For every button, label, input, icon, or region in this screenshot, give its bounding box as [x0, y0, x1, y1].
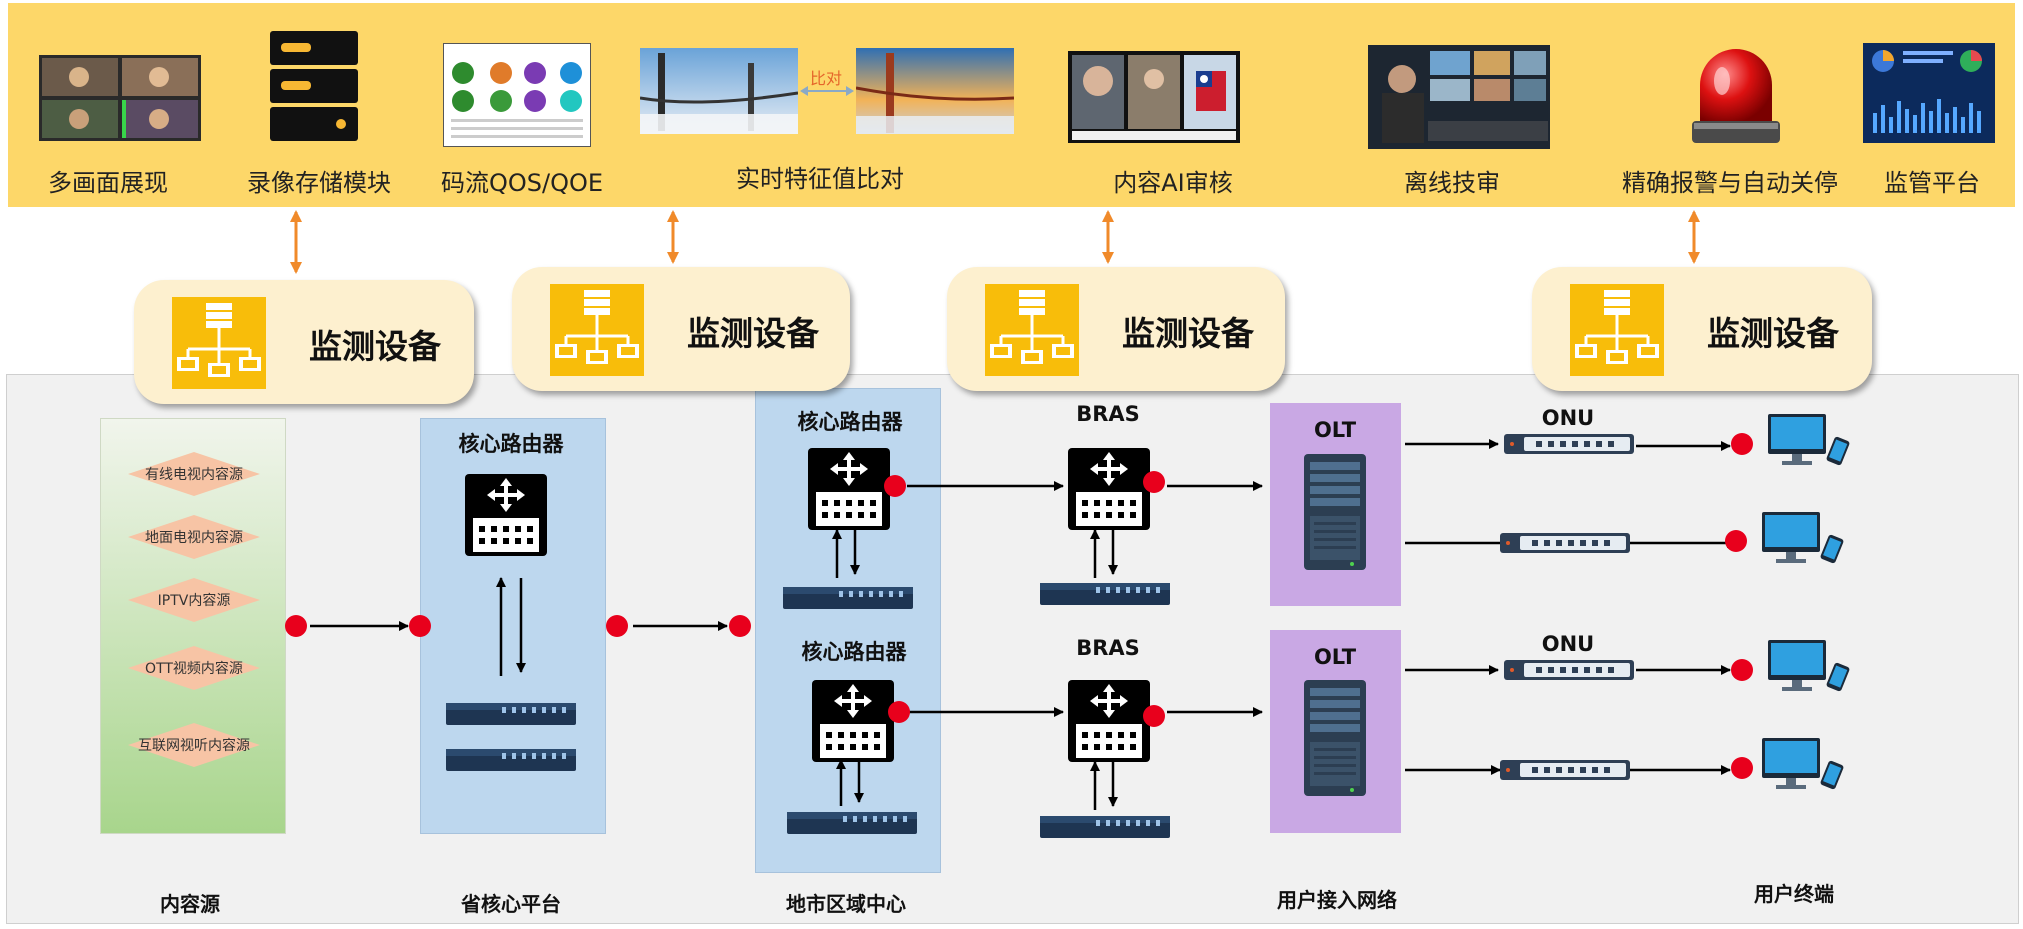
- monitor-card-4[interactable]: 监测设备: [1532, 267, 1872, 391]
- compare-double-arrow: [800, 86, 854, 96]
- province-switch: [446, 703, 576, 725]
- supervision-dashboard-thumbnail: [1863, 43, 1995, 143]
- olt-server: [1304, 680, 1366, 796]
- onu-device: [1504, 434, 1634, 454]
- bras-label: BRAS: [1076, 636, 1140, 660]
- city-core-router: [808, 448, 890, 530]
- probe-point[interactable]: [1731, 757, 1753, 779]
- top-label-feature-compare: 实时特征值比对: [736, 165, 904, 193]
- monitor-card-2[interactable]: 监测设备: [512, 267, 850, 391]
- top-label-qos: 码流QOS/QOE: [440, 169, 604, 197]
- probe-point[interactable]: [285, 615, 307, 637]
- city-center-label: 地市区域中心: [786, 892, 906, 916]
- top-label-multi-view: 多画面展现: [48, 169, 168, 197]
- monitor-card-title: 监测设备: [1707, 314, 1839, 353]
- probe-point[interactable]: [1731, 433, 1753, 455]
- probe-point[interactable]: [1143, 471, 1165, 493]
- offline-review-thumbnail: [1368, 45, 1550, 149]
- content-source-item: 互联网视听内容源: [128, 723, 260, 767]
- monitor-device-icon: [172, 297, 266, 389]
- olt-server: [1304, 454, 1366, 570]
- qos-report-thumbnail: [443, 43, 591, 147]
- monitor-card-title: 监测设备: [687, 314, 819, 353]
- probe-point[interactable]: [1725, 530, 1747, 552]
- top-label-alarm: 精确报警与自动关停: [1622, 169, 1838, 197]
- user-terminal: [1762, 512, 1845, 565]
- probe-point[interactable]: [1731, 659, 1753, 681]
- bras-switch: [1040, 816, 1170, 838]
- probe-point[interactable]: [884, 475, 906, 497]
- content-source-item: 地面电视内容源: [128, 515, 260, 559]
- olt-label: OLT: [1313, 418, 1357, 442]
- monitor-device-icon: [550, 284, 644, 376]
- compare-label: 比对: [810, 69, 843, 88]
- province-core-router: [465, 474, 547, 556]
- access-switch: [1500, 533, 1630, 553]
- content-source-item: IPTV内容源: [128, 578, 260, 622]
- probe-point[interactable]: [888, 701, 910, 723]
- alarm-siren-icon: [1692, 49, 1780, 143]
- bridge-photo-left: [640, 48, 798, 134]
- monitor-card-title: 监测设备: [309, 327, 441, 366]
- content-source-label: 内容源: [160, 892, 220, 916]
- application-bar: 多画面展现 录像存储模块 码流QOS/QOE 比对: [8, 3, 2015, 207]
- city-router-label: 核心路由器: [801, 640, 907, 664]
- ai-review-thumbnail: [1068, 51, 1240, 143]
- province-platform-label: 省核心平台: [461, 892, 561, 916]
- monitor-card-title: 监测设备: [1122, 314, 1254, 353]
- top-label-supervision: 监管平台: [1884, 169, 1980, 197]
- content-source-item: OTT视频内容源: [128, 646, 260, 690]
- city-switch: [783, 587, 913, 609]
- user-terminal: [1768, 414, 1851, 467]
- province-switch: [446, 749, 576, 771]
- monitor-device-icon: [985, 284, 1079, 376]
- bras-router: [1068, 680, 1150, 762]
- access-switch: [1500, 760, 1630, 780]
- olt-label: OLT: [1313, 645, 1357, 669]
- probe-point[interactable]: [409, 615, 431, 637]
- user-terminal: [1762, 738, 1845, 791]
- city-core-router: [812, 680, 894, 762]
- top-label-recording: 录像存储模块: [247, 169, 391, 197]
- top-label-offline-review: 离线技审: [1404, 169, 1500, 197]
- monitor-device-icon: [1570, 284, 1664, 376]
- bridge-photo-right: [856, 48, 1014, 134]
- top-label-ai-review: 内容AI审核: [1113, 169, 1233, 197]
- onu-label: ONU: [1541, 406, 1595, 430]
- monitor-card-3[interactable]: 监测设备: [947, 267, 1285, 391]
- city-router-label: 核心路由器: [797, 410, 903, 434]
- probe-point[interactable]: [606, 615, 628, 637]
- access-network-label: 用户接入网络: [1277, 888, 1397, 912]
- content-source-item: 有线电视内容源: [128, 452, 260, 496]
- multi-view-thumbnail: [39, 55, 201, 141]
- province-router-label: 核心路由器: [458, 432, 564, 456]
- onu-device: [1504, 660, 1634, 680]
- bras-router: [1068, 448, 1150, 530]
- city-switch: [787, 812, 917, 834]
- monitor-card-1[interactable]: 监测设备: [134, 280, 474, 404]
- probe-point[interactable]: [729, 615, 751, 637]
- user-terminal-label: 用户终端: [1754, 882, 1834, 906]
- bras-label: BRAS: [1076, 402, 1140, 426]
- storage-icon: [270, 31, 358, 141]
- bras-switch: [1040, 583, 1170, 605]
- onu-label: ONU: [1541, 632, 1595, 656]
- user-terminal: [1768, 640, 1851, 693]
- probe-point[interactable]: [1143, 705, 1165, 727]
